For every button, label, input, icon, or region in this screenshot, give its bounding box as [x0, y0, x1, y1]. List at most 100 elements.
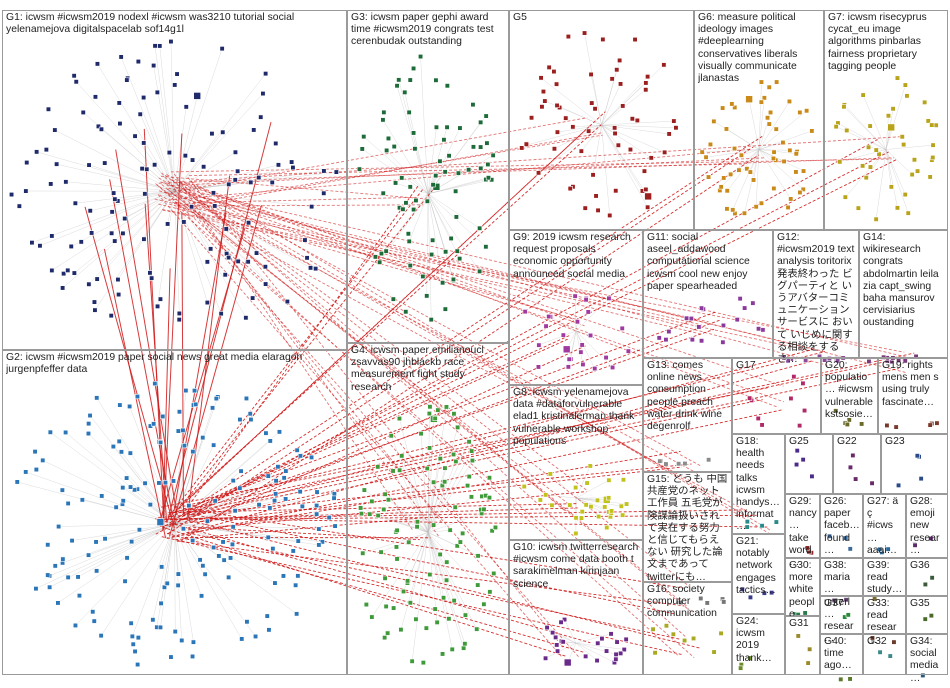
- node-g3: [442, 306, 448, 312]
- edge-g4: [427, 532, 458, 547]
- node-g2: [158, 439, 164, 446]
- edge-g1: [62, 191, 175, 289]
- node-g6: [785, 204, 791, 210]
- node-g3: [410, 65, 417, 71]
- node-g4: [442, 479, 448, 485]
- node-g2: [175, 428, 181, 434]
- group-label-g21: G21: notably network engages tactics…: [736, 536, 776, 596]
- node-g1: [112, 196, 118, 202]
- edge-g3: [386, 150, 429, 194]
- node-g11: [734, 317, 740, 323]
- edge-cross-group: [162, 268, 171, 531]
- node-g10: [561, 616, 568, 623]
- node-g2: [87, 412, 93, 419]
- edge-g1: [174, 191, 211, 249]
- node-g2: [135, 661, 141, 668]
- node-g1: [235, 258, 241, 264]
- node-g2: [280, 573, 287, 579]
- node-g6: [723, 126, 730, 132]
- node-g16: [663, 623, 670, 629]
- node-g7: [914, 168, 921, 174]
- node-g2: [190, 449, 196, 455]
- group-label-g40: G40: time ago…: [824, 636, 852, 672]
- node-g2: [297, 489, 303, 495]
- group-label-g13: G13: comes online news consumption peopl…: [647, 360, 723, 433]
- edge-g2: [174, 523, 194, 643]
- node-g8: [537, 497, 543, 503]
- node-g2: [156, 518, 165, 526]
- group-label-g33: G33: read resear…: [867, 598, 897, 646]
- node-g2: [118, 449, 124, 455]
- node-g1: [24, 160, 30, 166]
- node-g6: [800, 186, 806, 192]
- node-g1: [154, 89, 160, 95]
- edge-g3: [427, 193, 443, 283]
- edge-cross-group: [184, 518, 770, 528]
- group-label-g24: G24: icwsm 2019 thank…: [736, 616, 772, 664]
- node-g5: [644, 192, 652, 201]
- node-g4: [475, 582, 481, 588]
- node-g3: [420, 273, 426, 280]
- node-g6: [793, 169, 799, 175]
- node-g5: [662, 149, 668, 155]
- edge-g4: [427, 532, 466, 644]
- edge-cross-group: [174, 348, 814, 522]
- node-g4: [406, 539, 412, 545]
- node-g1: [209, 131, 215, 137]
- node-g16: [652, 650, 658, 656]
- node-g2: [94, 568, 100, 574]
- node-g3: [457, 125, 463, 131]
- edge-g4: [427, 529, 451, 533]
- node-g6: [773, 126, 779, 132]
- node-g13: [663, 461, 669, 467]
- group-label-g34: G34: social media…: [910, 636, 939, 684]
- node-g4: [462, 612, 469, 618]
- node-g2: [45, 542, 51, 548]
- node-g1: [94, 276, 100, 282]
- node-g7: [899, 134, 905, 140]
- node-g22: [850, 452, 856, 459]
- edge-g9: [575, 330, 595, 369]
- node-g2: [151, 421, 157, 427]
- edge-g1: [39, 190, 175, 246]
- edge-g7: [885, 115, 889, 150]
- edge-g5: [581, 124, 602, 152]
- node-g4: [418, 431, 424, 437]
- edge-cross-group: [180, 154, 759, 542]
- node-g5: [551, 146, 558, 152]
- edge-cross-group: [181, 158, 898, 518]
- node-g1: [190, 157, 196, 163]
- node-g2: [332, 523, 338, 529]
- node-g2: [290, 548, 296, 554]
- node-g7: [867, 164, 874, 170]
- node-g2: [294, 611, 300, 617]
- node-g1: [269, 179, 275, 185]
- node-g23: [895, 482, 902, 488]
- node-g1: [333, 169, 339, 175]
- node-g2: [276, 429, 283, 435]
- node-g3: [478, 144, 484, 150]
- node-g2: [314, 489, 320, 495]
- edge-g1: [90, 190, 175, 212]
- edge-g2: [174, 390, 187, 524]
- node-g17: [800, 380, 806, 386]
- node-g5: [629, 116, 635, 122]
- node-g7: [865, 144, 872, 150]
- node-g2: [164, 580, 170, 586]
- node-g1: [102, 160, 108, 166]
- node-g4: [487, 589, 493, 595]
- edge-g3: [427, 179, 492, 195]
- node-g9: [535, 364, 542, 370]
- edge-g1: [56, 163, 175, 192]
- edge-cross-group: [182, 518, 700, 649]
- edge-g4: [427, 482, 434, 533]
- edge-g1: [88, 191, 175, 285]
- node-g3: [450, 276, 457, 283]
- edge-cross-group: [163, 133, 183, 517]
- node-g7: [902, 192, 908, 198]
- node-g24: [747, 655, 753, 661]
- edge-g6: [727, 149, 760, 191]
- group-box-g14: G14: wikiresearch congrats abdolmartin l…: [859, 230, 948, 358]
- node-g1: [226, 255, 232, 261]
